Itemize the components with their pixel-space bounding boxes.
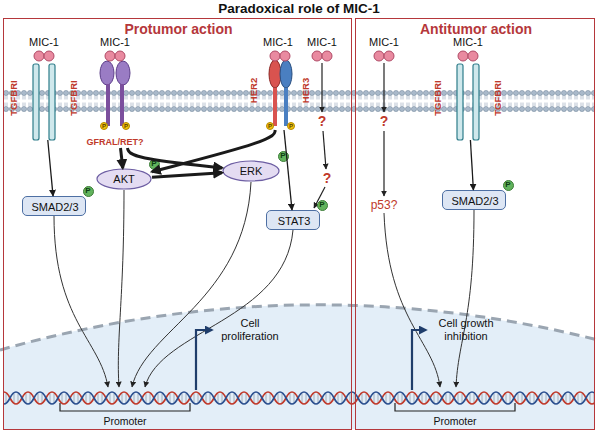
protein-box: STAT3 — [266, 210, 320, 230]
nuclear-arrow — [456, 210, 474, 387]
protein-box: SMAD2/3 — [442, 190, 506, 210]
receptor-domain — [280, 60, 292, 88]
phospho-mark: P — [83, 186, 94, 197]
kinase-ellipse: AKT — [96, 168, 152, 190]
protein-name: AKT — [96, 168, 152, 190]
ligand-dimer — [280, 51, 290, 61]
signal-arrow — [121, 148, 123, 168]
receptor-chain — [473, 64, 479, 140]
outcome-label: Cell proliferation — [214, 316, 286, 344]
nucleus-area — [3, 305, 595, 429]
dna-helix — [4, 390, 594, 406]
ligand-dimer — [374, 51, 384, 61]
receptor-domain — [100, 61, 114, 85]
ligand-dimer — [322, 51, 332, 61]
receptor-chain — [273, 88, 277, 126]
ligand-dimer — [312, 51, 322, 61]
signal-arrow — [48, 140, 53, 196]
signal-arrow — [321, 63, 322, 112]
receptor-name: TGFBRI — [492, 68, 504, 128]
receptor: TGFBRI TGFBRI — [432, 60, 504, 140]
nuclear-arrow — [132, 182, 251, 387]
panel-band: Protumor actionTGFBRITGFBRIGFRAL/RET?HER… — [3, 18, 352, 430]
ligand-dimer — [105, 51, 115, 61]
receptor-chain — [284, 88, 288, 126]
receptor: GFRAL/RET? — [80, 50, 150, 148]
promoter-bracket — [60, 403, 190, 411]
kinase-ellipse: ERK — [222, 160, 280, 182]
signal-arrow — [152, 173, 222, 177]
receptor-name: HER3 — [301, 68, 312, 112]
ligand-dimer — [270, 51, 280, 61]
ligand-dimer — [384, 51, 394, 61]
ligand-dimer — [458, 51, 468, 61]
signal-arrow — [470, 140, 473, 190]
nuclear-arrow — [118, 190, 124, 387]
promoter-label: Promoter — [415, 414, 495, 428]
outcome-label: Cell growth inhibition — [428, 316, 504, 344]
phospho-mark: P — [278, 151, 289, 162]
panel-heading: Antitumor action — [361, 22, 591, 38]
ligand-name: MIC-1 — [451, 36, 485, 49]
unknown-mark: ? — [376, 113, 392, 130]
receptor-domain — [269, 60, 281, 88]
protein-box: SMAD2/3 — [22, 196, 86, 216]
signal-arrow — [284, 130, 292, 210]
nuclear-arrow — [54, 216, 108, 387]
protein-name: ERK — [222, 160, 280, 182]
promoter-bracket — [395, 403, 515, 411]
ligand-dimer — [34, 51, 44, 61]
protein-name: SMAD2/3 — [443, 191, 507, 211]
receptor-name: TGFBRI — [432, 68, 444, 128]
phospho-mark: P — [149, 159, 160, 170]
ligand-dimer — [468, 51, 478, 61]
receptor-name: TGFBRI — [8, 68, 20, 128]
receptor-domain — [116, 61, 130, 85]
signal-arrow — [127, 148, 222, 168]
protein-name: STAT3 — [267, 211, 321, 231]
signal-arrow — [383, 63, 384, 112]
ligand-name: MIC-1 — [261, 36, 295, 49]
ligand-name: MIC-1 — [98, 36, 132, 49]
receptor: TGFBRI TGFBRI — [8, 60, 80, 140]
transcription-arrow — [196, 330, 212, 390]
promoter-label: Promoter — [85, 414, 165, 428]
protein-name: SMAD2/3 — [23, 197, 87, 217]
nuclear-arrow — [145, 230, 293, 387]
phospho-mark: P — [122, 122, 130, 130]
ellipse-outline — [223, 161, 279, 181]
phospho-mark: P — [100, 122, 108, 130]
receptor-chain — [120, 84, 124, 126]
ligand-name: MIC-1 — [305, 36, 339, 49]
panel-heading: Protumor action — [9, 22, 349, 38]
ligand-name: MIC-1 — [367, 36, 401, 49]
figure-title: Paradoxical role of MIC-1 — [0, 1, 598, 17]
ligand-dimer — [115, 51, 125, 61]
unknown-mark: ? — [314, 113, 330, 130]
transcription-arrow — [412, 330, 426, 390]
phospho-mark: P — [287, 122, 295, 130]
receptor-name: GFRAL/RET? — [80, 138, 150, 148]
phospho-mark: P — [317, 200, 328, 211]
receptor-chain — [106, 84, 110, 126]
cell-membrane — [3, 90, 595, 112]
receptor-name: TGFBRI — [68, 68, 80, 128]
ligand-name: MIC-1 — [27, 36, 61, 49]
phospho-mark: P — [266, 122, 274, 130]
receptor-name: HER2 — [249, 68, 260, 112]
receptor: HER2 HER3 — [250, 50, 310, 130]
receptor-chain — [457, 64, 463, 140]
protein-name: p53? — [362, 198, 406, 213]
panel-band: Antitumor actionTGFBRI TGFBRI SMAD2/3 — [355, 18, 595, 430]
signal-arrow — [323, 131, 326, 169]
ellipse-outline — [97, 169, 151, 189]
phospho-mark: P — [503, 180, 514, 191]
receptor-chain — [49, 64, 55, 140]
receptor-chain — [33, 64, 39, 140]
ligand-dimer — [44, 51, 54, 61]
signal-arrow — [383, 131, 384, 196]
unknown-mark: ? — [319, 170, 335, 187]
